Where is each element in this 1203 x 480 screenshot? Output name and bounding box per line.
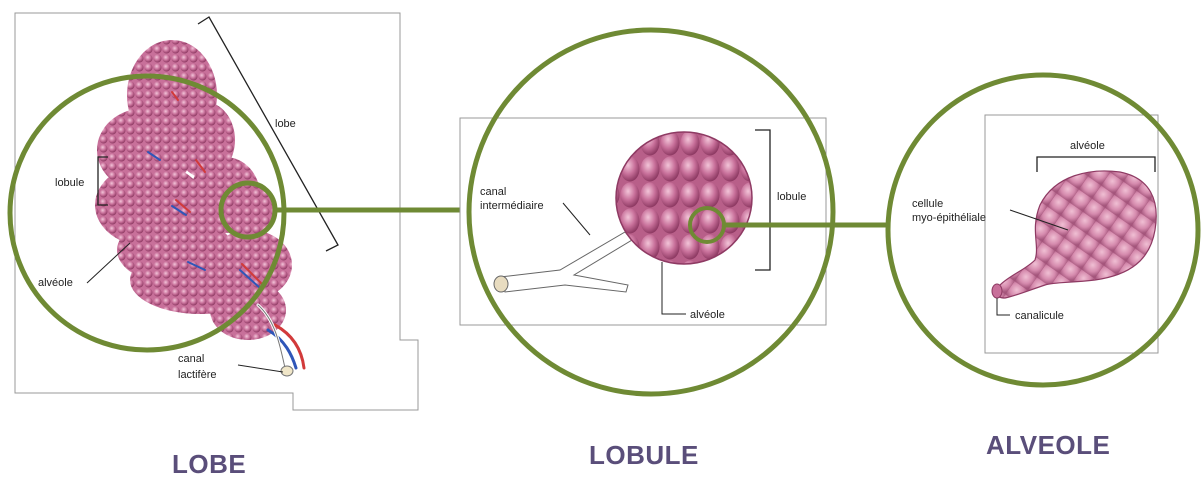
- label-cellule-2: myo-épithéliale: [912, 212, 986, 224]
- caption-lobe: LOBE: [172, 449, 246, 480]
- caption-alveole: ALVEOLE: [986, 430, 1110, 461]
- label-alveole-sac: alvéole: [1070, 140, 1105, 152]
- label-alveole-panel: alvéole: [690, 309, 725, 321]
- label-canal-intermediaire-2: intermédiaire: [480, 200, 544, 212]
- label-cellule-1: cellule: [912, 198, 943, 210]
- label-canalicule: canalicule: [1015, 310, 1064, 322]
- label-lobe: lobe: [275, 118, 296, 130]
- label-alveole: alvéole: [38, 277, 73, 289]
- label-canal-lactifere-1: canal: [178, 353, 204, 365]
- caption-lobule: LOBULE: [589, 440, 699, 471]
- lobule-panel: lobule canal intermédiaire alvéole: [460, 30, 833, 394]
- label-lobule: lobule: [55, 177, 84, 189]
- label-lobule-panel: lobule: [777, 191, 806, 203]
- lobule-cluster: [616, 132, 752, 264]
- label-canal-intermediaire-1: canal: [480, 186, 506, 198]
- alveole-panel: alvéole cellule myo-épithéliale canalicu…: [888, 75, 1198, 385]
- label-canal-lactifere-2: lactifère: [178, 369, 217, 381]
- lobe-duct-opening: [281, 366, 293, 376]
